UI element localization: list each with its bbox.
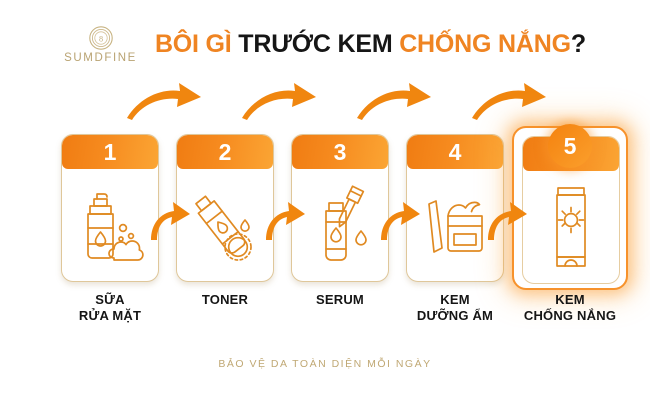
flow-arrow-mid-4	[483, 196, 529, 242]
sunscreen-tube-sun-icon	[523, 171, 619, 283]
step-label-1: SỮA RỬA MẶT	[50, 292, 170, 323]
flow-arrow-top-3	[355, 82, 433, 122]
title-part-1: BÔI GÌ	[154, 29, 232, 58]
step-card-5-highlight[interactable]: 5	[512, 124, 628, 290]
step-header-3: 3	[292, 135, 388, 169]
moisturizer-jar-icon	[407, 169, 503, 281]
cleanser-pump-bottle-foam-icon	[62, 169, 158, 281]
page-title: BÔI GÌ TRƯỚC KEM CHỐNG NẮNG?	[155, 30, 586, 59]
step-label-2-line1: TONER	[201, 292, 249, 307]
title-part-3: CHỐNG NẮNG	[399, 29, 571, 58]
step-number-badge-5: 5	[548, 124, 592, 168]
step-number-1: 1	[103, 138, 117, 165]
brand-logo: 8 SUMDFINE	[64, 25, 137, 64]
step-card-1[interactable]: 1	[61, 134, 159, 282]
step-label-4-line1: KEM	[440, 292, 470, 307]
step-card-2[interactable]: 2	[176, 134, 274, 282]
step-label-5-line2: CHỐNG NẮNG	[523, 307, 617, 323]
step-label-1-line2: RỬA MẶT	[78, 307, 142, 323]
step-header-2: 2	[177, 135, 273, 169]
flow-arrow-top-4	[470, 82, 548, 122]
step-label-3-line1: SERUM	[316, 292, 364, 307]
title-part-2: TRƯỚC KEM	[238, 29, 393, 58]
flow-arrow-top-1	[125, 82, 203, 122]
title-part-4: ?	[570, 29, 586, 58]
step-card-3[interactable]: 3	[291, 134, 389, 282]
step-label-4-line2: DƯỠNG ẨM	[416, 307, 494, 323]
top-arrow-row	[0, 82, 650, 126]
step-label-5-line1: KEM	[555, 292, 585, 307]
serum-dropper-bottle-icon	[292, 169, 388, 281]
step-label-3: SERUM	[280, 292, 400, 308]
page-header: 8 SUMDFINE BÔI GÌ TRƯỚC KEM CHỐNG NẮNG?	[0, 14, 650, 74]
flow-arrow-mid-1	[146, 196, 192, 242]
step-label-row: SỮA RỬA MẶT TONER SERUM KEM DƯỠNG ẨM KEM…	[0, 292, 650, 338]
footer-tagline: BẢO VỆ DA TOÀN DIỆN MỖI NGÀY	[218, 358, 432, 370]
mid-arrow-row	[0, 126, 650, 286]
flow-arrow-mid-2	[261, 196, 307, 242]
step-number-5: 5	[563, 132, 577, 159]
step-number-4: 4	[448, 138, 462, 165]
step-card-row: 1 2	[0, 124, 650, 290]
step-label-4: KEM DƯỠNG ẨM	[395, 292, 515, 323]
brand-name: SUMDFINE	[64, 51, 137, 64]
step-number-2: 2	[218, 138, 232, 165]
flow-arrow-top-2	[240, 82, 318, 122]
toner-bottle-cotton-pad-icon	[177, 169, 273, 281]
step-header-1: 1	[62, 135, 158, 169]
step-number-3: 3	[333, 138, 347, 165]
step-header-4: 4	[407, 135, 503, 169]
flow-arrow-mid-3	[376, 196, 422, 242]
step-label-1-line1: SỮA	[95, 292, 125, 307]
svg-text:8: 8	[98, 34, 102, 43]
step-label-2: TONER	[165, 292, 285, 308]
circular-monogram-icon: 8	[88, 25, 114, 51]
step-label-5: KEM CHỐNG NẮNG	[510, 292, 630, 323]
